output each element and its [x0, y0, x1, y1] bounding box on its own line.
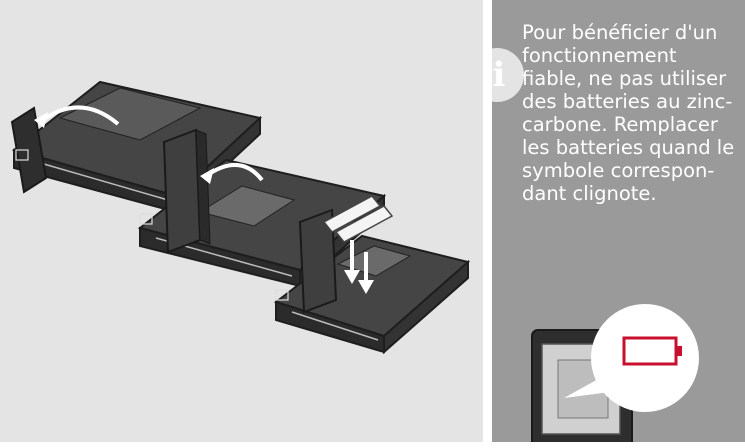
insert-arrow-icon	[344, 240, 374, 294]
callout-bubble	[564, 304, 699, 412]
battery-symbol-icon	[622, 336, 682, 366]
info-line: des batteries au zinc-	[522, 90, 733, 113]
info-line: dant clignote.	[522, 182, 657, 205]
info-line: carbone. Remplacer	[522, 113, 718, 136]
info-glyph: i	[492, 55, 506, 95]
batteries	[322, 195, 394, 243]
rotation-arrow-icon-1	[38, 105, 120, 126]
battery-replacement-illustration	[0, 0, 483, 442]
info-panel: i Pour bénéficier d'un fonctionnement fi…	[492, 0, 745, 442]
info-line: symbole correspon-	[522, 159, 715, 182]
device-3-batteries-inserted	[273, 195, 471, 355]
info-line: Pour bénéficier d'un	[522, 21, 718, 44]
info-line: fonctionnement	[522, 44, 677, 67]
info-text: Pour bénéficier d'un fonctionnement fiab…	[522, 21, 742, 205]
device-illustration	[10, 80, 471, 355]
info-line: fiable, ne pas utiliser	[522, 67, 727, 90]
display-illustration	[531, 304, 699, 442]
info-line: les batteries quand le	[522, 136, 735, 159]
